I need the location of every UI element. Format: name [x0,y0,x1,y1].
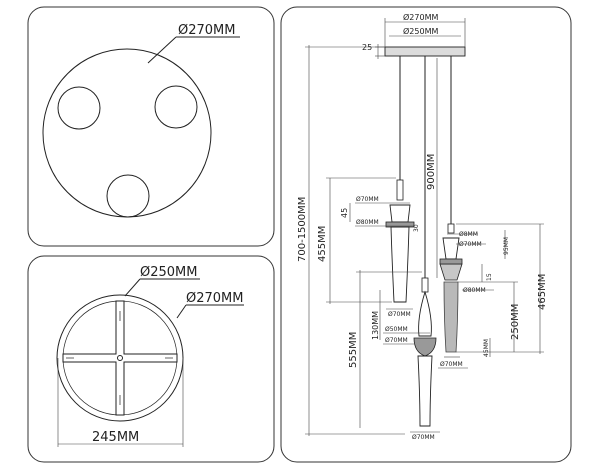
left-lamp-height-label: 455MM [317,226,328,262]
middle-waist-diameter-label: Ø50MM [385,326,408,333]
plate-width-label: 245MM [92,430,139,445]
canopy-height-label: 25 [362,43,372,52]
plate-inner-diameter-label: Ø250MM [140,265,197,280]
ceiling-canopy [384,46,466,57]
top-view-frame [27,6,275,247]
left-small-offset-label: 30 [413,224,420,232]
left-top-diameter-label: Ø70MM [356,196,379,203]
outer-diameter-leader [176,304,187,319]
left-cap-height-label: 45 [340,208,349,218]
middle-upper-height-label: 130MM [371,311,380,340]
middle-bottom-diameter-label: Ø70MM [412,434,435,441]
mounting-cross-bracket [62,300,178,416]
cable-length-label: 900MM [426,154,437,190]
left-glass-shade [390,226,410,303]
left-bottom-diameter-label: Ø70MM [388,311,411,318]
right-gap-label: 15 [486,273,493,281]
right-collar-diameter-label: Ø80MM [463,287,486,294]
right-collar [439,258,463,265]
right-cap [442,237,460,260]
left-pendant [385,179,415,303]
right-cone-collar [439,263,463,281]
socket-hole-right [154,85,198,129]
left-cap [389,204,411,223]
left-holder [396,179,404,201]
bottom-view-panel: Ø250MM Ø270MM 245MM [27,255,275,463]
middle-total-height-label: 555MM [348,332,359,368]
canopy-outer-diameter-label: Ø270MM [403,12,438,22]
right-total-height-label: 465MM [537,274,548,310]
middle-cup-height-label: 45MM [483,339,490,357]
socket-hole-left [57,86,101,130]
middle-upper-glass [418,290,432,337]
left-collar-diameter-label: Ø80MM [356,219,379,226]
bottom-view-frame [27,255,275,463]
right-shade-height-label: 250MM [510,304,521,340]
diameter-leader-top [147,36,177,64]
side-view-frame [280,6,572,463]
top-view-panel: Ø270MM [27,6,275,247]
canopy-outline-top [42,48,212,218]
right-pendant [439,223,463,353]
middle-pendant [413,277,437,427]
right-rod-diameter-label: Ø8MM [459,231,478,238]
middle-glass-shade [417,355,433,427]
middle-cup-diameter-label: Ø70MM [385,337,408,344]
bracket-center-hole [117,355,123,361]
top-diameter-label: Ø270MM [178,23,235,38]
middle-cup [413,337,437,357]
right-top-diameter-label: Ø70MM [459,241,482,248]
plate-outer-diameter-label: Ø270MM [186,291,243,306]
right-holder [447,223,455,234]
middle-cup-right-label: Ø70MM [440,361,463,368]
inner-diameter-leader [124,278,141,297]
socket-hole-bottom [106,174,150,218]
right-upper-height-label: 95MM [503,237,510,255]
right-glass-shade [443,281,459,353]
side-view-panel: Ø270MM Ø250MM 25 700-1500MM 900MM 455MM [280,6,572,463]
overall-height-label: 700-1500MM [297,197,308,262]
canopy-inner-diameter-label: Ø250MM [403,26,438,36]
middle-holder [421,277,429,293]
